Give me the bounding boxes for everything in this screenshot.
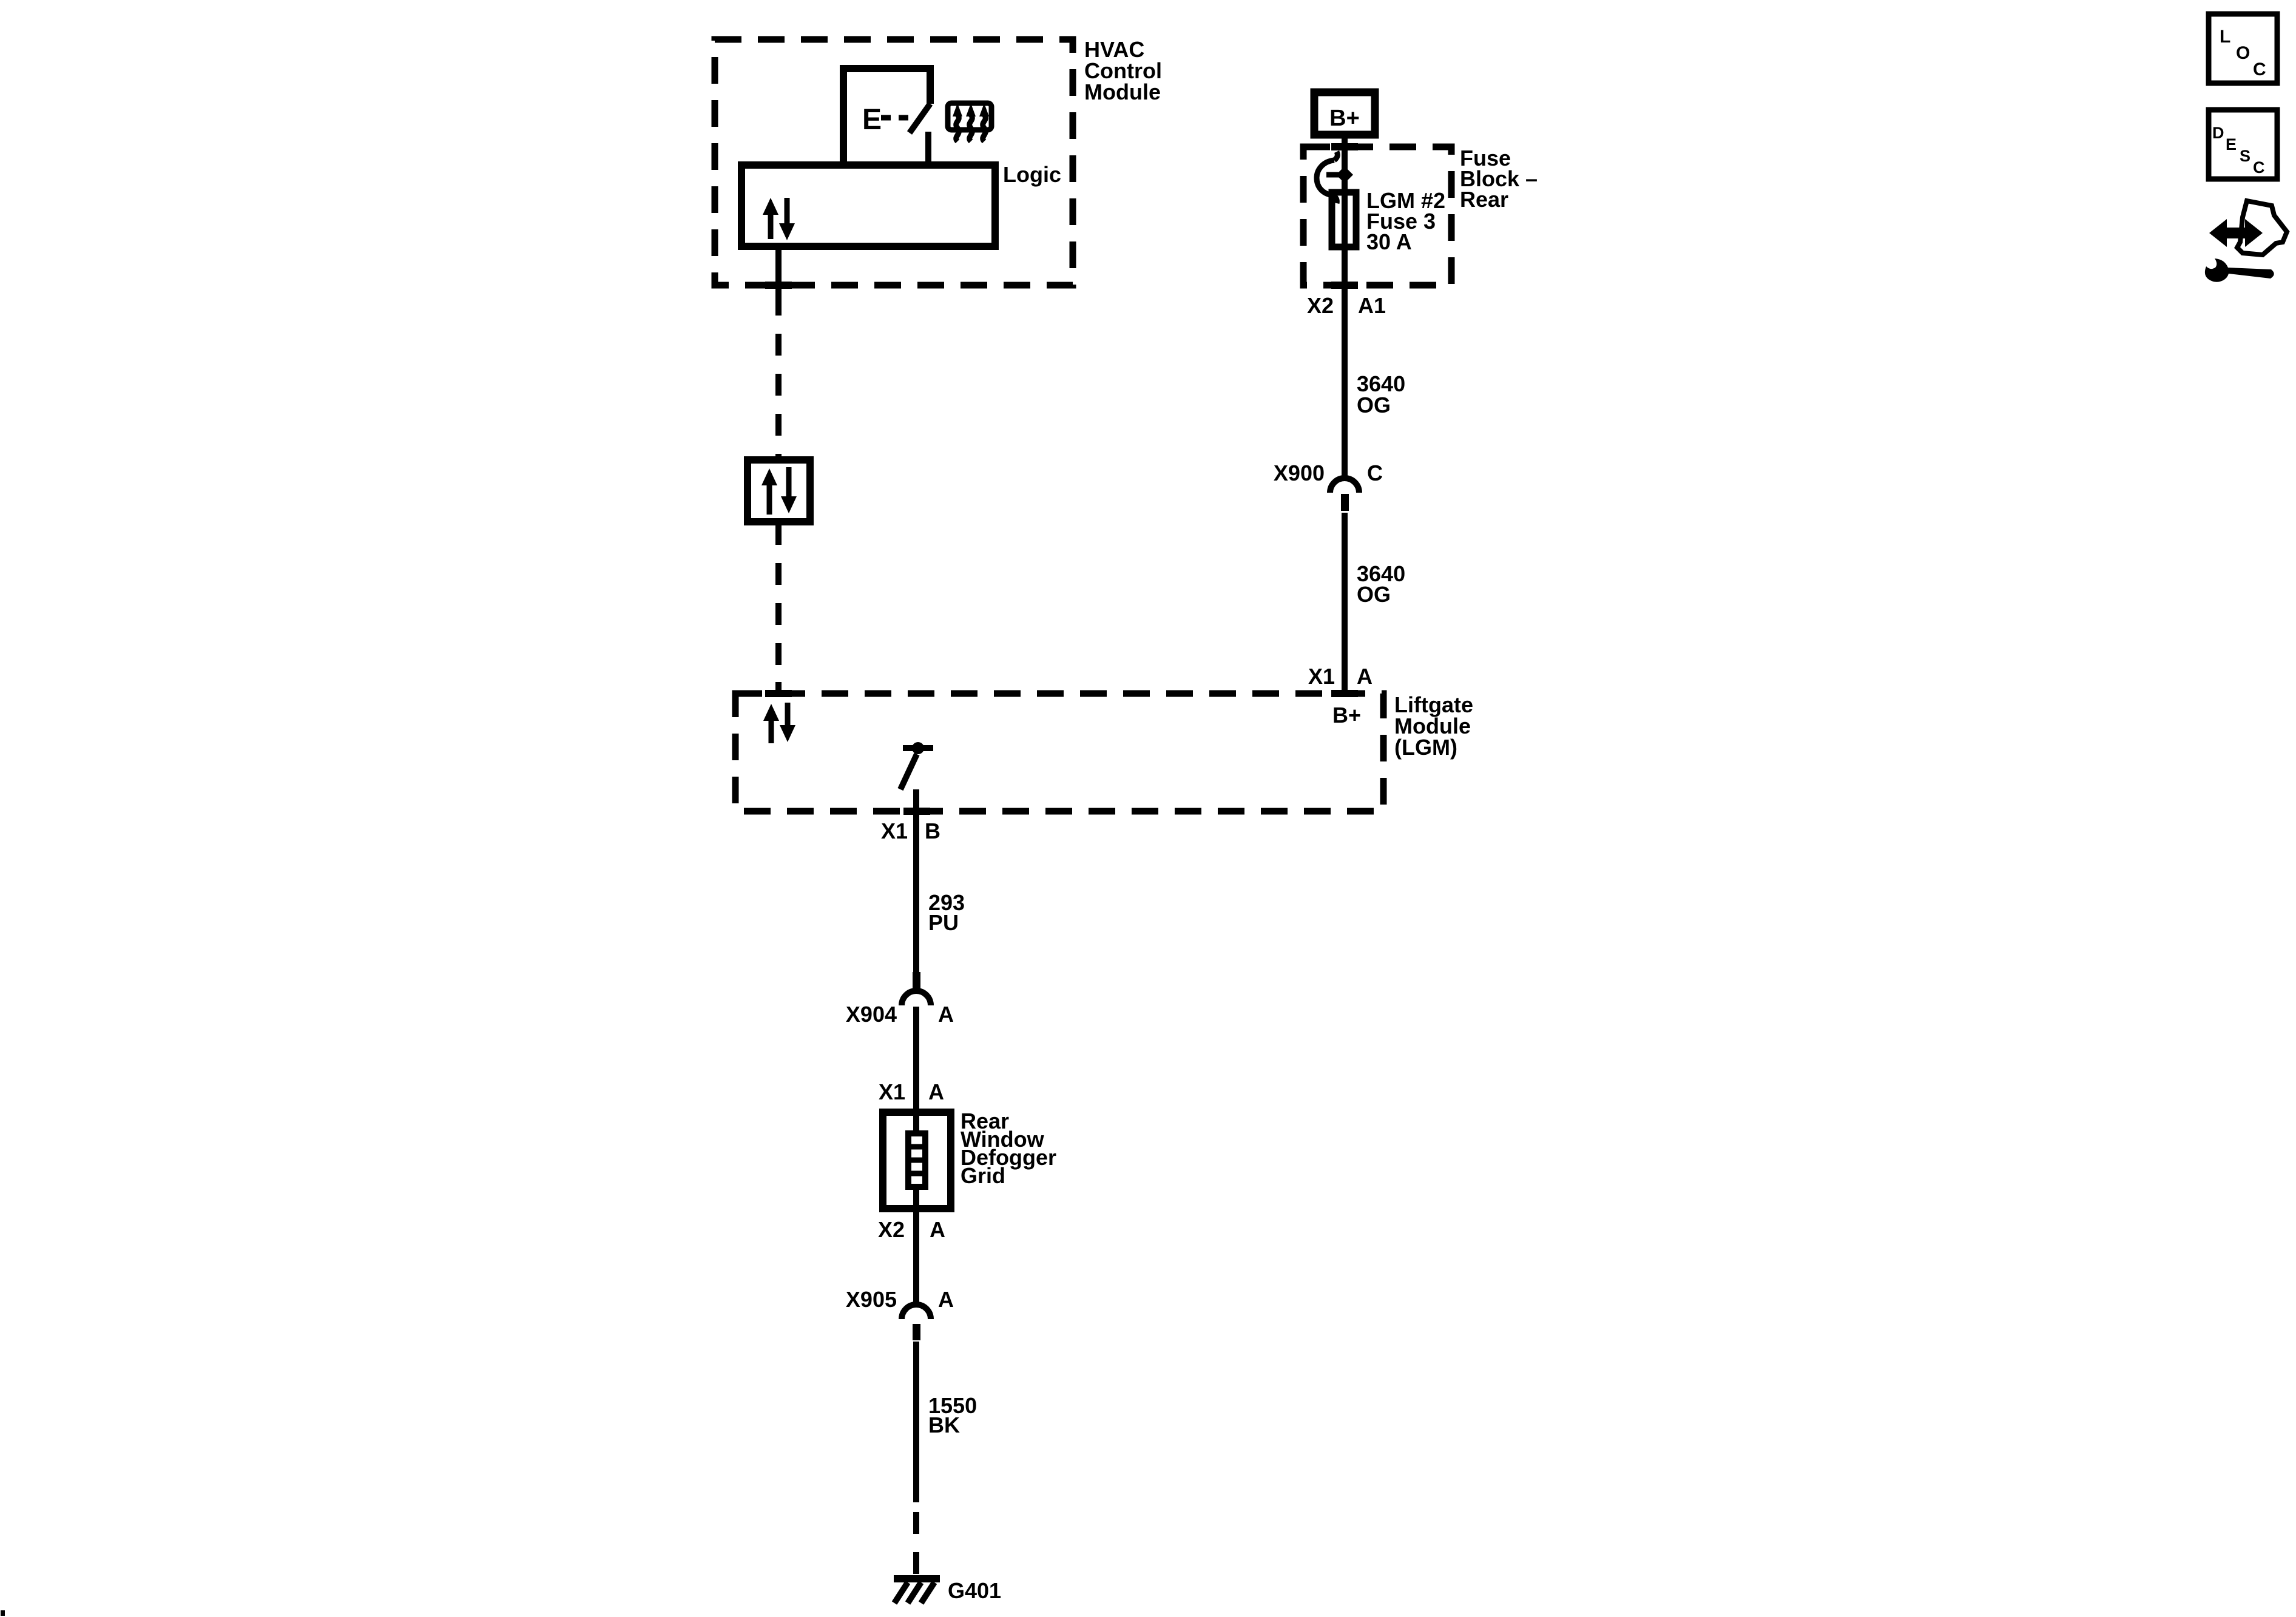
connector-blade [913, 1324, 920, 1340]
switch-arm [907, 102, 933, 135]
wire-label-293-pu: 293 PU [928, 890, 965, 935]
wire-label-3640-og-upper: 3640 OG [1357, 371, 1405, 417]
repair-instructions-icon[interactable] [2204, 198, 2290, 282]
inline-connector-x900: X900 C [1274, 461, 1383, 692]
pin-label: A1 [1358, 293, 1386, 318]
loc-letter: L [2220, 27, 2230, 47]
logic-block [738, 161, 999, 250]
wire-label-1550-bk: 1550 BK [928, 1393, 977, 1437]
desc-button[interactable]: D E S C [2206, 107, 2280, 182]
pin-label: C [1367, 461, 1383, 485]
logic-label: Logic [1003, 162, 1061, 187]
fuse-block-outline [1300, 143, 1455, 289]
lgm-internal-switch [897, 742, 933, 791]
inline-connector-x904: X904 A [846, 972, 954, 1133]
fuse-block-label: Fuse [1460, 146, 1511, 170]
fuse-label: 30 A [1366, 229, 1412, 254]
fuse-block-rear: Fuse Block – Rear LGM #2 Fuse 3 30 A X2 … [1300, 143, 1538, 318]
liftgate-module-outline [732, 690, 1387, 815]
connector-label: X904 [846, 1002, 897, 1027]
lgm-output-pins: X1 B [881, 819, 940, 843]
connector-label: X2 [1307, 293, 1334, 318]
hvac-module-outline [711, 36, 1076, 289]
desc-letter: D [2212, 124, 2224, 142]
wire-color: BK [928, 1413, 960, 1437]
hvac-module-label: HVAC [1084, 37, 1144, 62]
pin-label: B [925, 819, 940, 843]
ground-label: G401 [948, 1578, 1001, 1603]
connector-label: X1 [881, 819, 908, 843]
connector-label: X2 [878, 1217, 905, 1242]
circuit-number: 1550 [928, 1393, 977, 1418]
circuit-number: 293 [928, 890, 965, 915]
fuse-element [1328, 189, 1360, 251]
defogger-heat-icon [945, 100, 994, 144]
desc-letter: C [2253, 158, 2265, 177]
connector-socket [1327, 475, 1362, 493]
serial-data-arrows-icon [761, 467, 797, 515]
fuse-label: Fuse 3 [1366, 209, 1436, 234]
serial-data-link [744, 246, 814, 697]
fuse-label: LGM #2 [1366, 188, 1445, 213]
pin-label: A [938, 1287, 954, 1312]
connector-label: X1 [879, 1079, 905, 1104]
page-footnote-dot [1, 1610, 5, 1616]
switch-symbol-letter: E [862, 104, 882, 136]
wire-color: OG [1357, 582, 1391, 607]
liftgate-module-label: Module [1394, 714, 1471, 738]
wrench-icon [2204, 258, 2274, 282]
fuse-block-label: Block – [1460, 166, 1538, 191]
double-arrow-icon [2209, 219, 2263, 247]
connector-blade [1341, 494, 1349, 511]
connector-blade [913, 972, 920, 988]
loc-letter: C [2253, 59, 2266, 79]
circuit-number: 3640 [1357, 561, 1405, 586]
connector-label: X900 [1274, 461, 1325, 485]
connector-socket [899, 1301, 934, 1320]
defogger-switch-box [840, 65, 934, 165]
grid-label: Defogger [961, 1145, 1056, 1170]
b-plus-terminal-label: B+ [1332, 703, 1361, 727]
fuse-block-label: Rear [1460, 187, 1508, 212]
connector-label: X905 [846, 1287, 897, 1312]
bus-tap-icon [1314, 150, 1353, 204]
wire-color: PU [928, 910, 959, 935]
pin-label: A [928, 1079, 944, 1104]
rear-window-defogger-grid: X1 A Rear Window Defogger Grid X2 A [878, 1079, 1056, 1303]
ground-g401: G401 [891, 1512, 1001, 1605]
connector-socket [899, 988, 934, 1006]
grid-label: Grid [961, 1163, 1005, 1188]
pin-label: A [1357, 664, 1373, 689]
grid-label: Window [961, 1127, 1045, 1152]
pin-label: A [930, 1217, 945, 1242]
battery-feed: B+ [1310, 88, 1379, 478]
circuit-number: 3640 [1357, 371, 1405, 396]
connector-label: X1 [1308, 664, 1335, 689]
inline-connector-x905: X905 A [846, 1287, 954, 1502]
desc-letter: S [2240, 147, 2250, 165]
toolbar-icons: L O C D E S C [2204, 11, 2290, 282]
b-plus-label: B+ [1329, 106, 1360, 131]
pin-label: A [938, 1002, 954, 1027]
hvac-module-label: Module [1084, 79, 1161, 104]
loc-letter: O [2236, 43, 2250, 63]
wire-color: OG [1357, 393, 1391, 417]
grid-label: Rear [961, 1109, 1009, 1133]
desc-letter: E [2226, 135, 2237, 154]
liftgate-module-label: (LGM) [1394, 735, 1457, 760]
wire-label-3640-og-lower: 3640 OG [1357, 561, 1405, 607]
serial-data-arrows-icon [763, 703, 795, 743]
b-plus-box [1310, 88, 1379, 139]
hvac-module-label: Control [1084, 58, 1162, 83]
grid-element-icon [905, 1130, 928, 1190]
hvac-control-module: HVAC Control Module Logic E [711, 36, 1162, 289]
ground-icon [891, 1575, 940, 1605]
liftgate-module: Liftgate Module (LGM) [732, 690, 1473, 815]
loc-button[interactable]: L O C [2206, 11, 2280, 86]
serial-data-box [744, 456, 814, 525]
serial-data-arrows-icon [763, 198, 795, 240]
liftgate-module-label: Liftgate [1394, 692, 1473, 717]
